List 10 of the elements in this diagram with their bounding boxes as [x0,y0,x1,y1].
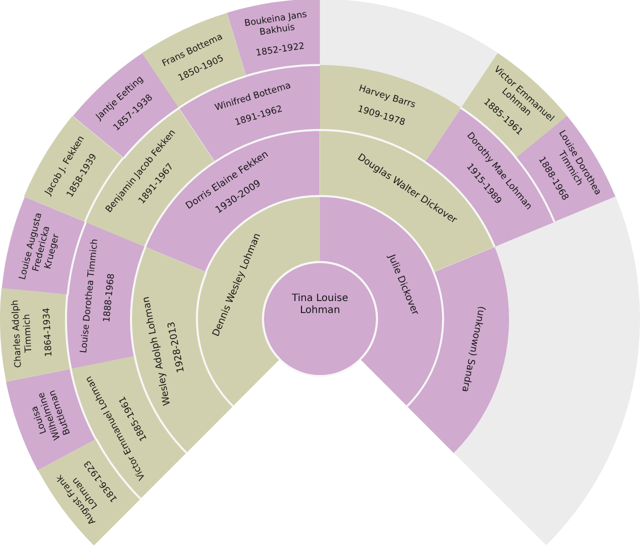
fan-segment [225,0,322,78]
person-name: Boukeina Jans Bakhuis [242,9,308,40]
person-name: Tina Louise Lohman [290,293,350,317]
fan-segment [0,286,73,384]
person-name: Louise Dorothea Timmich [78,238,101,356]
life-dates: 1852-1922 [254,40,306,60]
life-dates: 1864-1934 [41,306,56,360]
life-dates: 1888-1968 [100,272,118,326]
person-name: Charles Adolph Timmich [10,298,36,370]
center-circle [261,260,379,378]
